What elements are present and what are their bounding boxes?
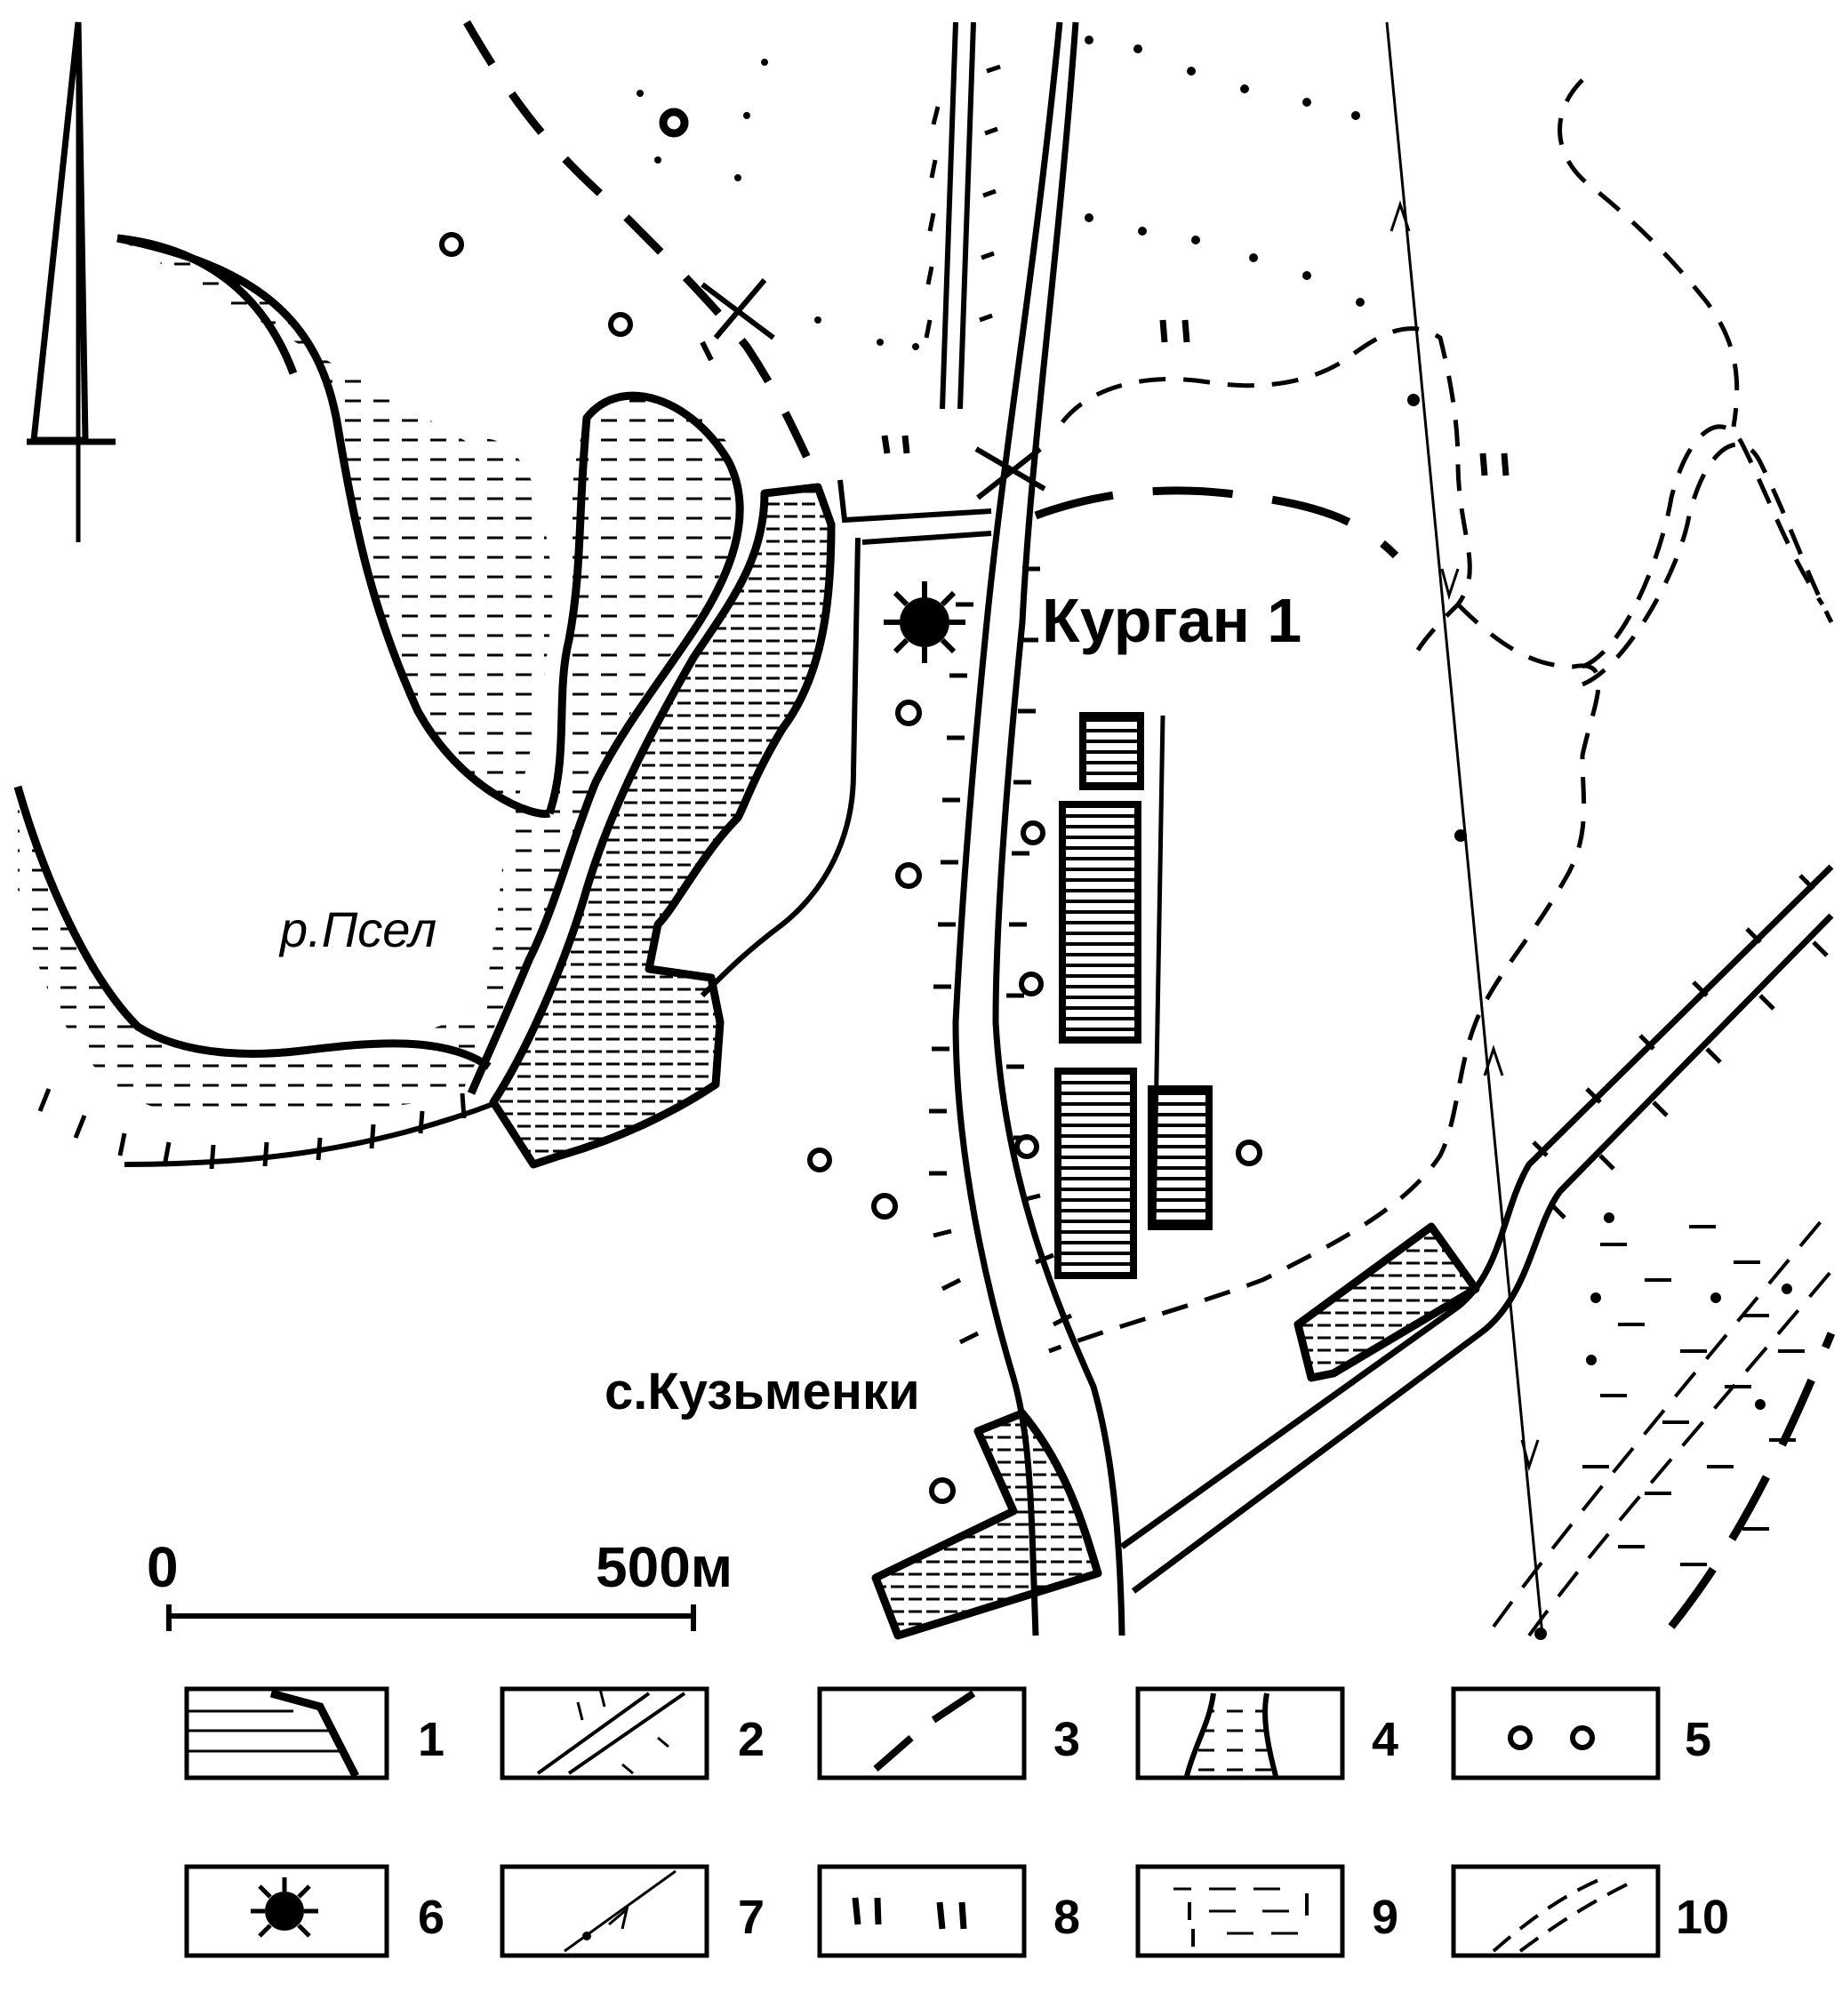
southeast-road: [1119, 864, 1834, 1594]
legend-number-2: 2: [738, 1713, 765, 1766]
scale-bar: 0 500м: [147, 1535, 733, 1631]
village-kuzmenki-label: с.Кузьменки: [605, 1363, 920, 1420]
legend-item-2: 2: [500, 1686, 765, 1780]
legend-item-4: 4: [1135, 1686, 1398, 1780]
legend-number-6: 6: [418, 1891, 444, 1944]
legend-number-8: 8: [1053, 1891, 1080, 1944]
settlement-blocks-east: [1054, 712, 1213, 1279]
legend-item-6: 6: [184, 1864, 444, 1958]
legend-item-1: 1: [184, 1686, 444, 1780]
legend-item-3: 3: [817, 1686, 1080, 1780]
dashed-paths-north: [463, 20, 822, 483]
double-dashed-road-southeast: [1492, 1207, 1836, 1637]
legend-number-3: 3: [1053, 1713, 1080, 1766]
legend-item-10: 10: [1451, 1864, 1729, 1958]
legend-number-1: 1: [418, 1713, 444, 1766]
river-psel-label: р.Псел: [278, 901, 436, 957]
legend-number-4: 4: [1372, 1713, 1398, 1766]
kurgan-legend-icon: [251, 1877, 318, 1938]
dashed-paths-east: [1048, 78, 1834, 1354]
legend-item-9: 9: [1135, 1864, 1398, 1958]
settlement-area-south: [871, 1409, 1102, 1640]
legend-number-9: 9: [1372, 1891, 1398, 1944]
dot-markers-north: [637, 36, 1365, 350]
legend-item-8: 8: [817, 1864, 1080, 1958]
settlement-area-west: [489, 483, 836, 1169]
side-road-north: [924, 21, 1001, 410]
settlement-area-southeast: [1293, 1222, 1480, 1382]
grass-ticks-markers: [881, 319, 1510, 476]
road-slope-ticks: [929, 566, 1073, 1345]
bold-dashed-line-east: [1034, 486, 1399, 559]
kurgan-1-icon: [884, 581, 965, 663]
circle-markers: [439, 108, 1262, 1504]
legend-item-5: 5: [1451, 1686, 1711, 1780]
crossroad: [700, 446, 1046, 998]
legend-number-10: 10: [1676, 1891, 1729, 1944]
arrow-line-east: [1385, 21, 1547, 1640]
scale-zero-label: 0: [147, 1535, 179, 1599]
legend: 1 2 3 4 5: [184, 1686, 1729, 1958]
scale-end-label: 500м: [596, 1535, 733, 1599]
ravine-lower-left: [37, 1088, 500, 1170]
kurgan-1-label: Курган 1: [1042, 586, 1301, 655]
marsh-area-southeast: [1582, 1212, 1805, 1566]
north-arrow-icon: [27, 21, 116, 542]
legend-number-7: 7: [738, 1891, 765, 1944]
legend-item-7: 7: [500, 1864, 765, 1958]
river-psel: [13, 234, 744, 1118]
legend-number-5: 5: [1685, 1713, 1711, 1766]
